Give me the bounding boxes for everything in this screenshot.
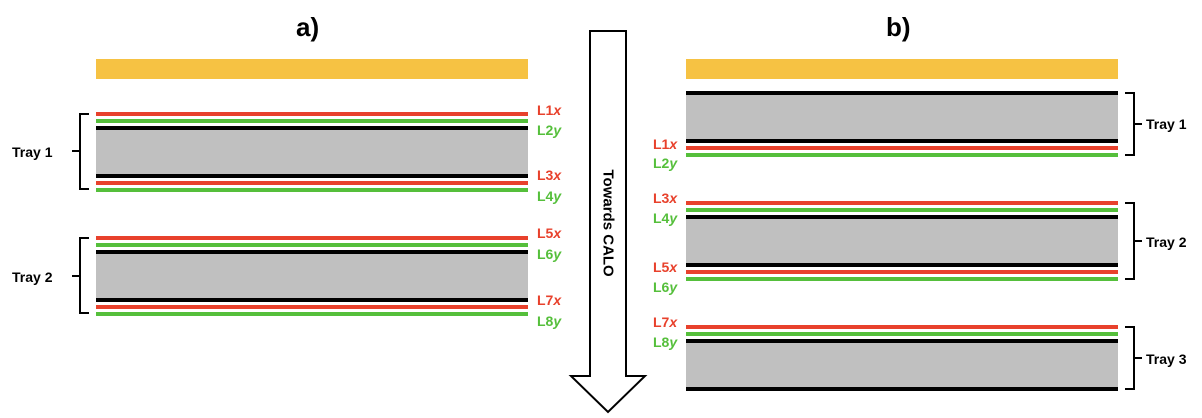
strip-l2-b [686,153,1118,157]
strip-l3-b [686,201,1118,205]
panel-b-title: b) [886,12,911,42]
bracket-tray3-b [1125,326,1142,390]
tray-label-2-a: Tray 2 [12,269,53,285]
strip-l6-a [96,243,528,247]
layer-label-l3-a: L3x [537,167,562,183]
support-top-tray3-b [686,339,1118,343]
strip-l4-a [96,188,528,192]
support-bottom-tray3-b [686,387,1118,391]
layer-label-l6-b: L6y [653,279,678,295]
support-top-tray1-b [686,91,1118,95]
strip-l7-a [96,305,528,309]
layer-label-l1-a: L1x [537,102,562,118]
layer-label-l4-b: L4y [653,210,678,226]
layer-label-l3-b: L3x [653,190,678,206]
layer-label-l6-a: L6y [537,246,562,262]
layer-label-l5-b: L5x [653,259,678,275]
strip-l3-a [96,181,528,185]
layer-label-l7-b: L7x [653,314,678,330]
panel-a-title: a) [296,12,320,42]
layer-label-l2-a: L2y [537,122,562,138]
bracket-tray1-a [72,113,89,190]
strip-l6-b [686,277,1118,281]
support-bottom-tray1-b [686,139,1118,143]
tray1-body-a [96,130,528,174]
strip-l7-b [686,325,1118,329]
layer-label-l4-a: L4y [537,188,562,204]
strip-l4-b [686,208,1118,212]
support-top-tray2-b [686,215,1118,219]
tray1-body-b [686,95,1118,139]
layer-label-l1-b: L1x [653,136,678,152]
tray-label-2-b: Tray 2 [1146,234,1187,250]
support-bottom-tray2-b [686,263,1118,267]
strip-l2-a [96,119,528,123]
tray-label-3-b: Tray 3 [1146,351,1187,367]
bracket-tray2-a [72,237,89,314]
tray-label-1-a: Tray 1 [12,144,53,160]
tray2-body-a [96,254,528,298]
layer-label-l8-a: L8y [537,313,562,329]
strip-l5-b [686,270,1118,274]
support-top-tray1-a [96,126,528,130]
strip-l5-a [96,236,528,240]
strip-l8-b [686,332,1118,336]
bracket-tray2-b [1125,202,1142,280]
towards-calo-label: Towards CALO [599,169,617,277]
tray3-body-b [686,343,1118,387]
layer-label-l2-b: L2y [653,155,678,171]
strip-l1-a [96,112,528,116]
layer-label-l8-b: L8y [653,334,678,350]
support-bottom-tray1-a [96,174,528,178]
top-plate-a [96,59,528,79]
top-plate-b [686,59,1118,79]
tray2-body-b [686,219,1118,263]
layer-label-l5-a: L5x [537,225,562,241]
strip-l8-a [96,312,528,316]
support-top-tray2-a [96,250,528,254]
support-bottom-tray2-a [96,298,528,302]
tray-label-1-b: Tray 1 [1146,116,1187,132]
layer-label-l7-a: L7x [537,292,562,308]
strip-l1-b [686,146,1118,150]
bracket-tray1-b [1125,92,1142,156]
towards-calo-arrow [568,30,648,414]
